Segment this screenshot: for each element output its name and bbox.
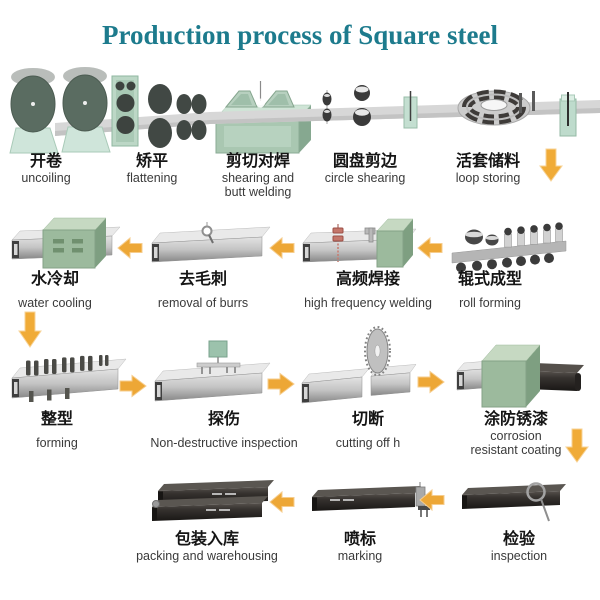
label-high-frequency-welding: 高频焊接 high frequency welding bbox=[304, 269, 432, 310]
arrow-down-after-loop-storing bbox=[539, 148, 563, 182]
arrow-left-to-packing bbox=[269, 490, 295, 514]
strip-guide-stand bbox=[559, 92, 577, 137]
arrow-right-to-ndi bbox=[119, 374, 147, 398]
roll-forming-machine bbox=[451, 222, 567, 273]
label-corrosion-resistant-coating: 涂防锈漆 corrosion resistant coating bbox=[470, 409, 562, 457]
marking-machine bbox=[312, 482, 430, 517]
label-forming: 整型 forming bbox=[36, 409, 78, 450]
label-flattening: 矫平 flattening bbox=[126, 151, 178, 185]
label-roll-forming: 辊式成型 roll forming bbox=[457, 269, 523, 310]
label-marking: 喷标 marking bbox=[337, 529, 383, 563]
packing-warehousing-bundle bbox=[152, 480, 274, 521]
arrow-left-to-water-cooling bbox=[117, 236, 143, 260]
water-cooling-machine bbox=[11, 217, 121, 269]
magnifier-icon bbox=[526, 482, 546, 502]
label-cutting-off: 切断 cutting off h bbox=[335, 409, 401, 450]
label-loop-storing: 活套储料 loop storing bbox=[455, 151, 521, 185]
high-frequency-welding-machine bbox=[302, 218, 417, 268]
arrow-right-to-cutting bbox=[267, 372, 295, 396]
label-shearing-butt-welding: 剪切对焊 shearing and butt welding bbox=[221, 151, 295, 199]
corrosion-resistant-coating-machine bbox=[456, 344, 584, 408]
arrow-left-to-burr-removal bbox=[269, 236, 295, 260]
forming-machine bbox=[11, 355, 127, 402]
label-inspection: 检验 inspection bbox=[490, 529, 548, 563]
label-uncoiling: 开卷 uncoiling bbox=[21, 151, 71, 185]
arrow-left-to-hf-welding bbox=[417, 236, 443, 260]
label-packing-warehousing: 包装入库 packing and warehousing bbox=[136, 529, 278, 563]
flattening-machine bbox=[111, 75, 207, 148]
non-destructive-inspection-machine bbox=[154, 340, 271, 402]
arrow-right-to-coating bbox=[417, 370, 445, 394]
label-removal-of-burrs: 去毛刺 removal of burrs bbox=[157, 269, 249, 310]
arrow-left-to-marking bbox=[419, 488, 445, 512]
label-circle-shearing: 圆盘剪边 circle shearing bbox=[324, 151, 406, 185]
uncoiling-machine bbox=[9, 67, 111, 154]
cutting-off-machine bbox=[301, 326, 417, 404]
arrow-down-after-water-cooling bbox=[18, 311, 42, 348]
loop-storing-accumulator bbox=[457, 89, 535, 126]
burr-removal-machine bbox=[151, 222, 271, 263]
shearing-butt-welding-machine bbox=[224, 81, 295, 108]
inspection-machine bbox=[462, 482, 566, 522]
label-non-destructive-inspection: 探伤 Non-destructive inspection bbox=[150, 409, 298, 450]
arrow-down-after-coating bbox=[565, 428, 589, 463]
page-title: Production process of Square steel bbox=[102, 20, 498, 50]
circle-shearing-machine bbox=[322, 85, 418, 129]
label-water-cooling: 水冷却 water cooling bbox=[18, 269, 92, 310]
